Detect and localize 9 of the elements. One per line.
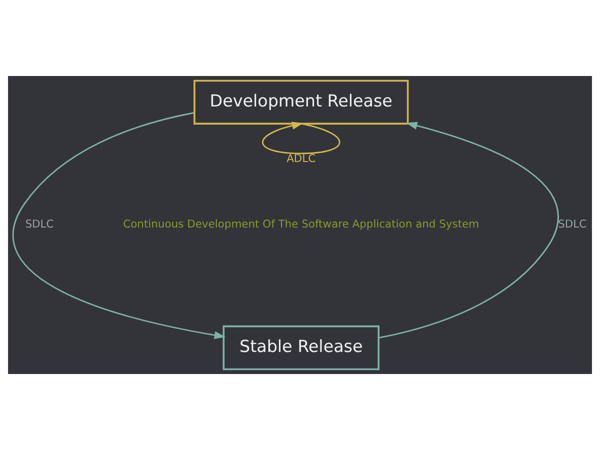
edge-label: SDLC <box>558 218 587 231</box>
label: Continuous Development Of The Software Application and System <box>123 218 480 231</box>
edge-label: ADLC <box>286 152 316 166</box>
node-box: Development Release <box>194 80 409 125</box>
edge-label: SDLC <box>25 218 54 231</box>
arrow <box>12 112 226 340</box>
arrow <box>262 122 340 154</box>
arrow <box>378 122 559 338</box>
node-box: Stable Release <box>222 325 380 370</box>
